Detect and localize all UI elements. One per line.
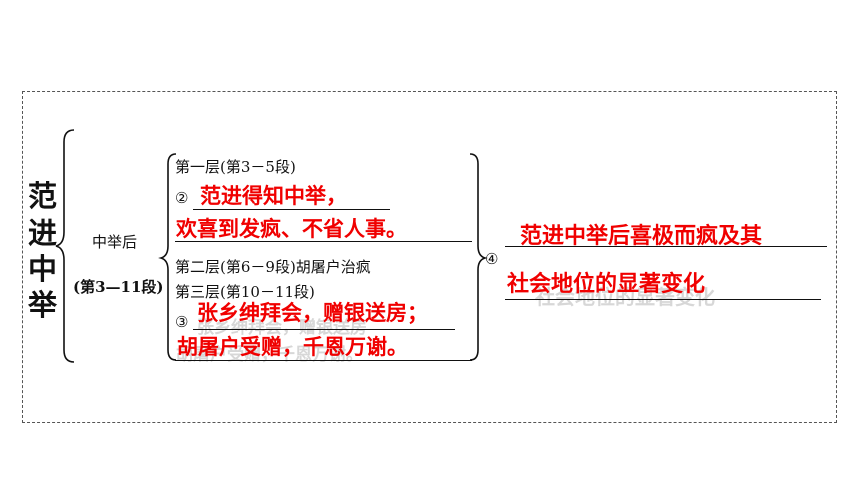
underline-4b [505,299,821,300]
underline-4a [505,246,827,247]
layer-second: 第二层(第6－9段)胡屠户治疯 [175,258,371,276]
blank-2-marker: ② [175,189,189,207]
inner-left-brace [158,153,177,361]
answer-4-line-1: 范进中举后喜极而疯及其 [520,224,763,249]
underline-2b [175,241,472,242]
answer-3-line-1: 张乡绅拜会，赠银送房； [197,301,428,325]
ghost-4-line-2: 社会地位的显著变化 [535,285,715,309]
answer-4-line-2: 社会地位的显著变化 [507,272,706,297]
layer-first: 第一层(第3－5段) [175,158,296,176]
underline-3a [193,329,455,330]
blank-3-marker: ③ [175,313,189,331]
title-char-1: 范 [28,179,58,213]
middle-label: 中举后 [92,233,138,251]
inner-right-brace [469,153,488,361]
title-char-3: 中 [28,252,58,286]
underline-3b [175,360,472,361]
title-char-2: 进 [28,216,58,250]
ghost-3-line-1: 张乡绅拜会，赠银送房 [197,318,367,338]
middle-range: (第3—11段) [73,278,164,296]
title-char-4: 举 [28,288,58,322]
blank-4-marker: ④ [485,250,499,268]
answer-2-line-1: 范进得知中举， [200,184,347,208]
answer-2-line-2: 欢喜到发疯、不省人事。 [176,217,407,241]
answer-3-line-2: 胡屠户受赠，千恩万谢。 [177,335,408,359]
dashed-frame [22,91,837,423]
layer-third: 第三层(第10－11段) [175,283,315,301]
left-brace [55,129,75,363]
underline-2a [193,209,390,210]
